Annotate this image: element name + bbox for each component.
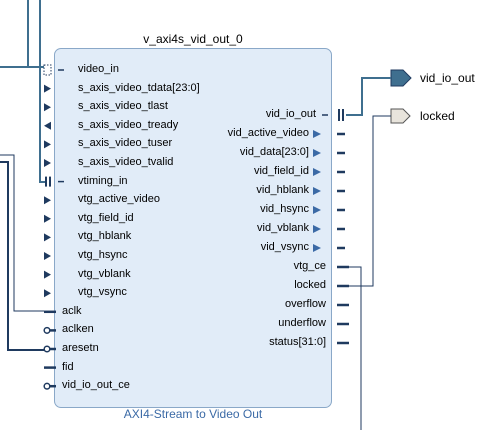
- left-port-s-axis-video-tuser-arrow-icon: [44, 140, 51, 149]
- left-port-s-axis-video-tlast-arrow-icon: [44, 103, 51, 112]
- left-port-vtg-vblank-arrow-icon: [44, 270, 51, 279]
- right-port-underflow-label: underflow: [278, 317, 326, 329]
- ip-block[interactable]: [54, 48, 332, 408]
- left-port-video-in-label: video_in: [78, 63, 119, 75]
- right-port-vid-hblank-arrow-icon: [313, 187, 321, 195]
- left-port-s-axis-video-tuser-label: s_axis_video_tuser: [78, 137, 173, 150]
- left-port-s-axis-video-tlast-label: s_axis_video_tlast: [78, 100, 168, 113]
- right-port-status-31-0-label: status[31:0]: [269, 336, 326, 348]
- left-port-s-axis-video-tvalid-label: s_axis_video_tvalid: [78, 156, 174, 168]
- left-port-fid-label: fid: [62, 360, 74, 373]
- right-port-vid-hsync-arrow-icon: [313, 206, 321, 214]
- right-port-vid-io-out-bar-icon: [338, 109, 340, 121]
- right-port-vtg-ce-label: vtg_ce: [293, 260, 326, 272]
- left-port-s-axis-video-tdata-23-0-label: s_axis_video_tdata[23:0]: [78, 81, 200, 94]
- right-port-vid-hblank-label: vid_hblank: [256, 184, 309, 196]
- left-port-s-axis-video-tready-label: s_axis_video_tready: [78, 118, 179, 131]
- wire-locked: [349, 115, 391, 287]
- external-port-label-vid-io-out: vid_io_out: [420, 71, 475, 85]
- wire-video-in: [0, 0, 29, 68]
- right-port-vid-io-out-bar-icon-2: [342, 109, 344, 121]
- right-port-vid-field-id-arrow-icon: [313, 168, 321, 176]
- right-port-vid-data-23-0-label: vid_data[23:0]: [239, 146, 309, 158]
- right-port-locked-label: locked: [294, 279, 326, 291]
- block-caption: AXI4-Stream to Video Out: [123, 407, 263, 421]
- left-port-vtg-hblank-arrow-icon: [44, 233, 51, 242]
- right-port-vid-hsync-label: vid_hsync: [260, 203, 309, 215]
- left-port-vid-io-out-ce-label: vid_io_out_ce: [62, 379, 130, 392]
- right-port-vid-vsync-label: vid_vsync: [260, 241, 309, 253]
- left-port-vtg-active-video-label: vtg_active_video: [78, 193, 160, 206]
- block-instance-name: v_axi4s_vid_out_0: [143, 32, 243, 46]
- left-port-s-axis-video-tdata-23-0-arrow-icon: [44, 84, 51, 93]
- left-port-s-axis-video-tvalid-arrow-icon: [44, 159, 51, 167]
- left-port-vtiming-in-label: vtiming_in: [78, 174, 128, 187]
- external-port-locked-icon: [390, 108, 411, 124]
- wire-aclk: [0, 154, 44, 312]
- left-port-aclken-circle-icon: [43, 326, 51, 334]
- left-port-aclk-label: aclk: [62, 304, 82, 317]
- left-port-vtg-active-video-arrow-icon: [44, 196, 51, 205]
- left-port-vtg-hblank-label: vtg_hblank: [78, 230, 132, 243]
- right-port-vid-vblank-arrow-icon: [313, 225, 321, 233]
- external-port-label-locked: locked: [420, 109, 455, 123]
- left-port-vtg-vsync-label: vtg_vsync: [78, 286, 127, 299]
- external-port-vid-io-out-icon: [390, 69, 412, 87]
- left-port-vtg-hsync-arrow-icon: [44, 252, 51, 260]
- left-port-vtiming-in-bar-icon-2: [49, 176, 51, 187]
- right-port-vid-vblank-label: vid_vblank: [257, 222, 309, 234]
- wire-vtg-ce: [349, 266, 362, 430]
- right-port-vid-active-video-arrow-icon: [313, 130, 321, 138]
- right-port-vid-io-out-label: vid_io_out: [265, 108, 316, 120]
- left-port-vtg-hsync-label: vtg_hsync: [78, 249, 128, 261]
- right-port-vid-field-id-label: vid_field_id: [253, 165, 309, 177]
- left-port-vtg-vsync-arrow-icon: [44, 289, 51, 298]
- left-port-s-axis-video-tready-arrow-icon: [44, 121, 51, 130]
- left-port-video-in-bus-icon: [43, 64, 52, 76]
- right-port-overflow-label: overflow: [285, 298, 326, 310]
- right-port-vid-data-23-0-arrow-icon: [313, 149, 321, 157]
- left-port-vtg-vblank-label: vtg_vblank: [78, 267, 131, 280]
- left-port-aresetn-circle-icon: [43, 345, 51, 353]
- left-port-vtg-field-id-label: vtg_field_id: [78, 211, 134, 224]
- left-port-aclken-label: aclken: [62, 323, 94, 336]
- wire-vid-io-out: [346, 77, 391, 116]
- left-port-vtg-field-id-arrow-icon: [44, 214, 51, 223]
- wire-aresetn: [0, 161, 44, 351]
- right-port-vid-active-video-label: vid_active_video: [227, 127, 309, 139]
- left-port-aresetn-label: aresetn: [62, 342, 99, 354]
- left-port-vid-io-out-ce-circle-icon: [43, 382, 51, 390]
- left-port-vtiming-in-bar-icon: [45, 176, 47, 187]
- right-port-vid-vsync-arrow-icon: [313, 244, 321, 252]
- wire-vtiming-in: [39, 0, 45, 183]
